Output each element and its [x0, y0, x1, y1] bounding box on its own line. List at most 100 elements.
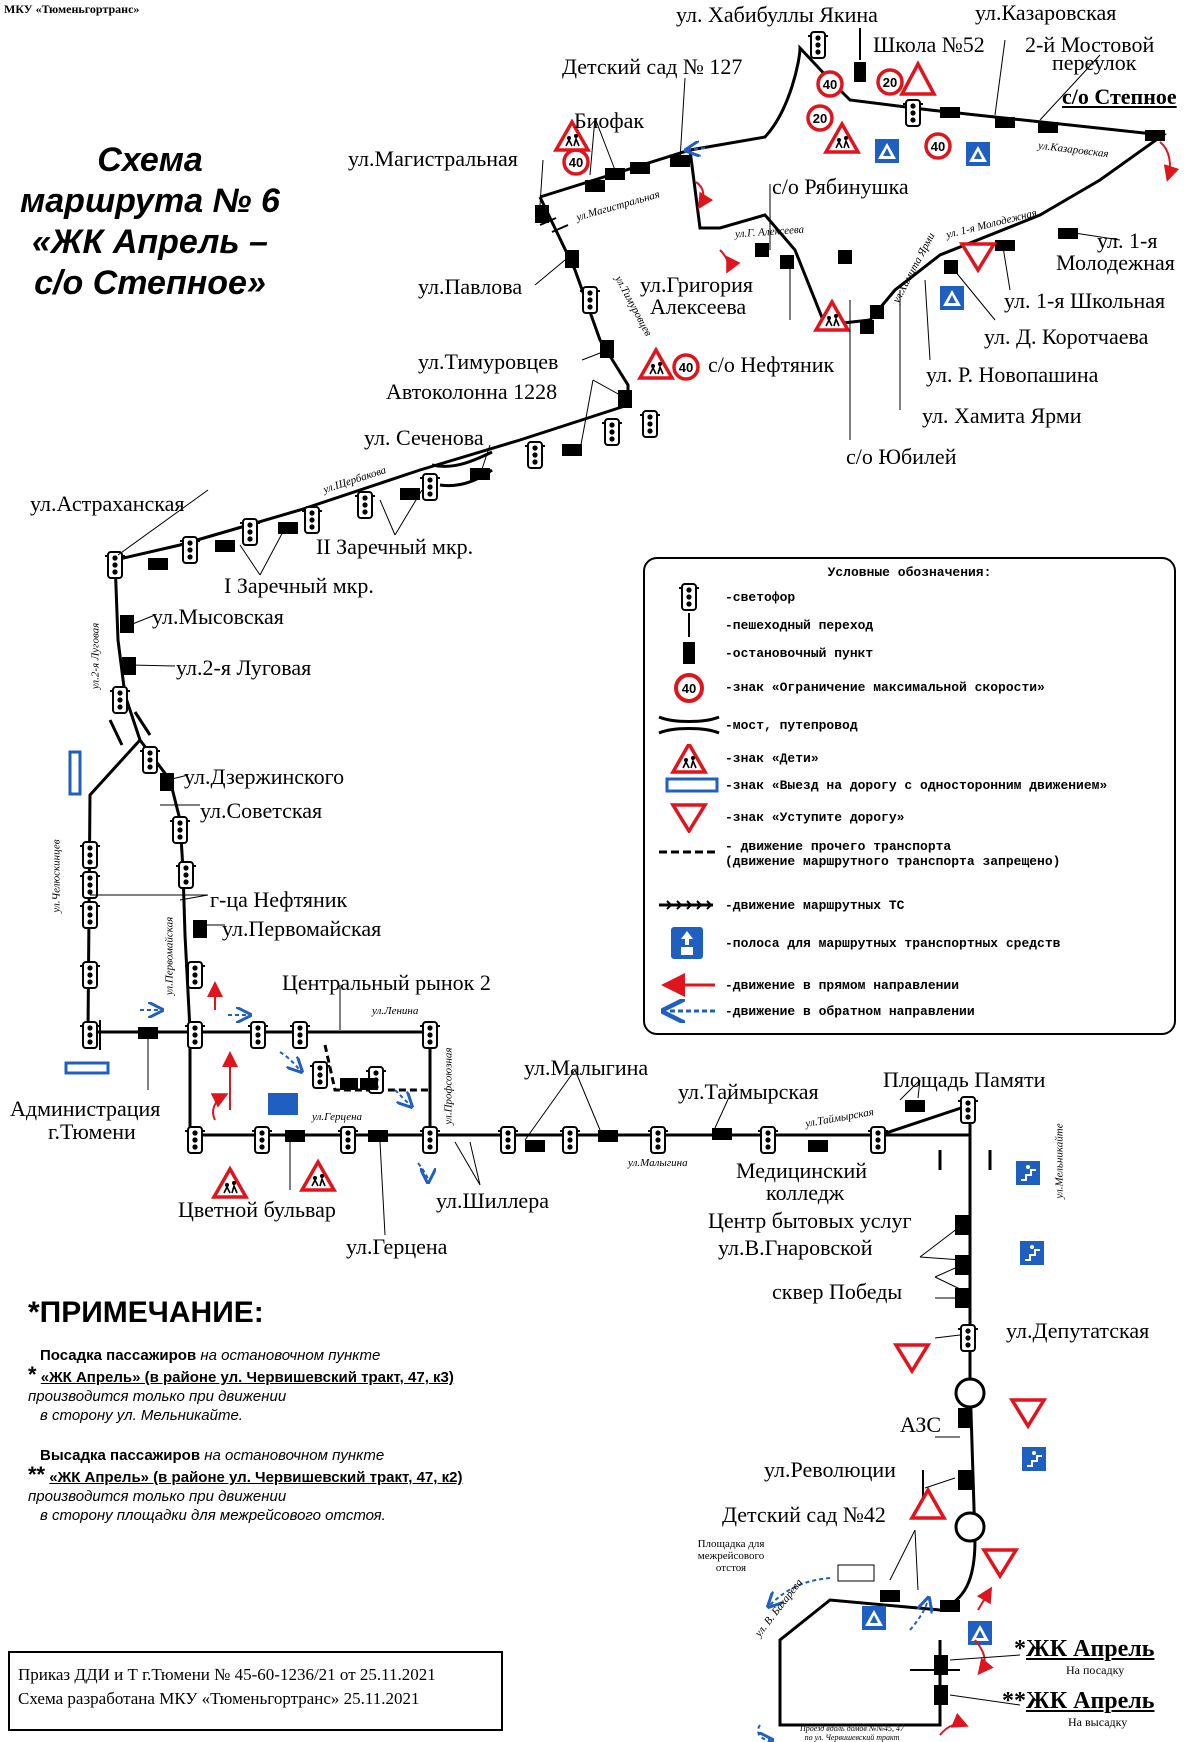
stop-khabibully: ул. Хабибуллы Якина [676, 2, 878, 27]
stop-shillera: ул.Шиллера [436, 1188, 549, 1213]
note-boarding-stop: «ЖК Апрель» (в районе ул. Червишевский т… [40, 1369, 454, 1386]
forward-arrows [207, 141, 1180, 1736]
stop-skver-pobedy: сквер Победы [772, 1279, 903, 1304]
note-boarding-star: * [28, 1362, 37, 1387]
stop-dzerzhinskogo: ул.Дзержинского [184, 764, 345, 789]
zhk-april-1: ЖК Апрель [1026, 1636, 1155, 1662]
stop-pavlova: ул.Павлова [418, 274, 523, 299]
traffic-light-icon [653, 583, 725, 611]
ploshchadka-line3: отстоя [715, 1562, 747, 1574]
note-boarding-line4: в сторону ул. Мельникайте. [40, 1407, 243, 1424]
legend-item-bus-stop: -остановочный пункт [653, 639, 1170, 667]
ploshchadka-line2: межрейсового [697, 1550, 765, 1562]
legend-item-bridge: -мост, путепровод [653, 711, 1170, 739]
stop-ploshchad-pamyati: Площадь Памяти [883, 1067, 1046, 1092]
stop-shkolnaya: ул. 1-я Школьная [1004, 288, 1166, 313]
stop-biofak: Биофак [574, 108, 645, 133]
speed-limit-icon: 40 [653, 673, 725, 703]
note-alighting-stop: «ЖК Апрель» (в районе ул. Червишевский т… [49, 1469, 463, 1486]
stop-rynok: Центральный рынок 2 [282, 970, 491, 995]
stop-lugovaya: ул.2-я Луговая [176, 655, 312, 680]
order-line-1: Приказ ДДИ и Т г.Тюмени № 45-60-1236/21 … [18, 1665, 436, 1684]
stop-revolyutsii: ул.Революции [764, 1457, 896, 1482]
yield-sign-icon [653, 803, 725, 833]
note-boarding: Посадка пассажиров на остановочном пункт… [28, 1346, 588, 1425]
other-transport-lines [190, 1030, 430, 1092]
svg-text:40: 40 [682, 681, 696, 696]
stop-yarmi: ул. Хамита Ярми [922, 403, 1082, 428]
ploshchadka-line1: Площадка для [697, 1538, 765, 1550]
note-heading: *ПРИМЕЧАНИЕ: [28, 1296, 264, 1329]
stop-detsad-42: Детский сад №42 [722, 1502, 886, 1527]
order-line-2: Схема разработана МКУ «Тюменьгортранс» 2… [18, 1689, 420, 1708]
stop-detsad-127: Детский сад № 127 [562, 54, 743, 79]
speed-40: 40 [823, 77, 837, 92]
stop-gnarovskoy: ул.В.Гнаровской [718, 1235, 873, 1260]
title-line-3: «ЖК Апрель – [32, 223, 268, 261]
legend-item-one-way: -знак «Выезд на дорогу с односторонним д… [653, 771, 1170, 799]
street-lenina: ул.Ленина [372, 1005, 419, 1017]
stop-mostovoy-line2: переулок [1052, 50, 1137, 75]
order-box: Приказ ДДИ и Т г.Тюмени № 45-60-1236/21 … [8, 1651, 503, 1731]
street-pervomayskaya: ул.Первомайская [163, 916, 176, 996]
speed-40b: 40 [931, 139, 945, 154]
stop-timurovtsev: ул.Тимуровцев [418, 349, 559, 374]
legend-title: Условные обозначения: [827, 565, 992, 580]
stop-tsentr-bytovykh: Центр бытовых услуг [708, 1208, 912, 1233]
note-boarding-lead: Посадка пассажиров [40, 1347, 197, 1364]
one-way-sign-icon [653, 771, 725, 799]
speed-40d: 40 [679, 360, 693, 375]
legend-item-route-movement: -движение маршрутных ТС [653, 891, 1170, 919]
legend-item-other-transport: - движение прочего транспорта (движение … [653, 839, 1170, 877]
stop-medkolledzh-line2: колледж [766, 1180, 845, 1205]
stop-tsvetnoy: Цветной бульвар [178, 1197, 336, 1222]
note-alighting: Высадка пассажиров на остановочном пункт… [28, 1446, 588, 1525]
stop-korotchaeva: ул. Д. Коротчаева [984, 324, 1149, 349]
stop-zhk-april-alighting: **ЖК Апрель На высадку [1002, 1688, 1154, 1730]
stop-mostovoy-line1: 2-й Мостовой [1025, 32, 1155, 57]
note-boarding-rest: на остановочном пункте [196, 1347, 381, 1364]
leader-lines [90, 39, 1121, 1706]
stop-sovetskaya: ул.Советская [200, 798, 323, 823]
stop-ryabinushka: с/о Рябинушка [772, 174, 909, 199]
stop-zarechny-2: II Заречный мкр. [316, 534, 474, 559]
organization: МКУ «Тюменьгортранс» [4, 2, 140, 16]
stop-admin-line2: г.Тюмени [48, 1119, 136, 1144]
stop-zhk-april-boarding: *ЖК Апрель На посадку [1014, 1636, 1154, 1678]
page-title: Схема маршрута № 6 «ЖК Апрель – с/о Степ… [20, 140, 280, 304]
yield-signs [894, 60, 1046, 1578]
stop-pervomayskaya: ул.Первомайская [222, 916, 382, 941]
stop-kazarovskaya: ул.Казаровская [975, 0, 1117, 25]
legend-item-crosswalk: -пешеходный переход [653, 611, 1170, 639]
street-melnikayte: ул.Мельникайте [1053, 1123, 1066, 1199]
blue-arrow-icon [653, 997, 725, 1025]
bus-stops [120, 62, 1165, 1705]
zhk-april-2-sub: На высадку [1068, 1715, 1128, 1729]
stop-malygina: ул.Малыгина [524, 1055, 649, 1080]
stop-alekseeva-line1: ул.Григория [640, 272, 753, 297]
note-alighting-lead: Высадка пассажиров [40, 1447, 201, 1464]
dashed-line-icon [653, 844, 725, 872]
street-profsoyuznaya: ул.Профсоюзная [442, 1047, 455, 1125]
note-alighting-star: ** [28, 1462, 46, 1487]
stop-stepnoe: с/о Степное [1062, 84, 1177, 109]
children-sign-icon [653, 742, 725, 774]
stop-deputatskaya: ул.Депутатская [1006, 1318, 1150, 1343]
street-proezd: Проезд вдоль домов №№45, 47 по ул. Черви… [800, 1724, 904, 1742]
speed-limit-signs: 40 20 20 40 40 40 [562, 68, 952, 381]
stop-shkola-52: Школа №52 [873, 32, 985, 57]
star-double: ** [1002, 1688, 1026, 1714]
street-lugovaya: ул.2-я Луговая [89, 622, 102, 690]
stop-novopashina: ул. Р. Новопашина [926, 362, 1099, 387]
zhk-april-1-sub: На посадку [1066, 1663, 1125, 1677]
title-line-4: с/о Степное» [34, 264, 266, 302]
stop-admin-line1: Администрация [10, 1096, 161, 1121]
speed-20b: 20 [883, 75, 897, 90]
legend-item-reverse: -движение в обратном направлении [653, 997, 1170, 1025]
street-proezd-line1: Проезд вдоль домов №№45, 47 [800, 1724, 904, 1733]
street-gertsena: ул.Герцена [312, 1111, 363, 1123]
note-alighting-line3: производится только при движении [28, 1488, 287, 1505]
stop-molodezhnaya-line1: ул. 1-я [1097, 228, 1158, 253]
stop-astrakhanskaya: ул.Астраханская [30, 491, 185, 516]
reverse-arrows [140, 148, 928, 1740]
